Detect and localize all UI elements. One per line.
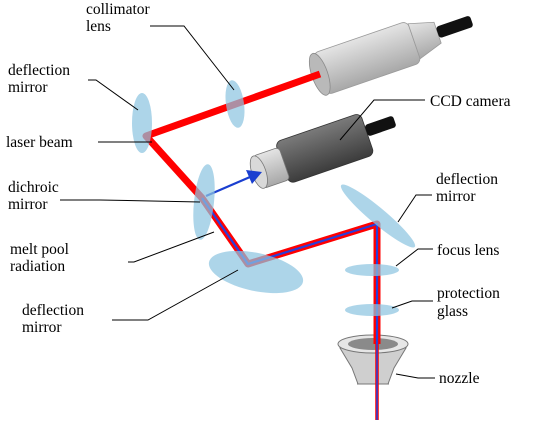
label-deflection-mirror-bottom-line2: mirror xyxy=(22,319,62,336)
label-protection-glass-line1: protection xyxy=(437,285,500,302)
ccd-camera xyxy=(249,114,396,189)
label-nozzle: nozzle xyxy=(439,370,480,387)
optics xyxy=(132,80,416,316)
label-deflection-mirror-bottom-line1: deflection xyxy=(22,302,84,319)
collimator xyxy=(308,16,473,96)
nozzle-shape xyxy=(337,334,409,385)
deflection-mirror-right-shape xyxy=(340,184,416,248)
dichroic-mirror-shape xyxy=(193,164,215,240)
label-focus-lens: focus lens xyxy=(437,242,499,259)
collimator-lens-shape xyxy=(225,80,245,128)
label-dichroic-mirror-line2: mirror xyxy=(8,196,48,213)
protection-glass-shape xyxy=(345,304,399,316)
label-collimator-lens-line2: lens xyxy=(86,18,111,35)
label-deflection-mirror-left-line1: deflection xyxy=(8,62,70,79)
deflection-mirror-left-shape xyxy=(132,93,152,153)
label-ccd-camera: CCD camera xyxy=(430,93,511,110)
deflection-mirror-bottom-shape xyxy=(208,250,304,294)
focus-lens-shape xyxy=(345,264,399,276)
label-deflection-mirror-right-line1: deflection xyxy=(436,171,498,188)
label-melt-pool-radiation-line2: radiation xyxy=(10,258,65,275)
labels: collimator lens deflection mirror laser … xyxy=(6,1,511,387)
label-laser-beam: laser beam xyxy=(6,134,73,151)
label-deflection-mirror-left-line2: mirror xyxy=(8,79,48,96)
leader-lines xyxy=(60,25,435,379)
label-deflection-mirror-right-line2: mirror xyxy=(436,188,476,205)
laser-beam-path xyxy=(142,70,381,420)
label-melt-pool-radiation-line1: melt pool xyxy=(10,241,69,258)
label-dichroic-mirror-line1: dichroic xyxy=(8,179,59,196)
label-protection-glass-line2: glass xyxy=(437,303,468,320)
label-collimator-lens-line1: collimator xyxy=(86,1,151,18)
